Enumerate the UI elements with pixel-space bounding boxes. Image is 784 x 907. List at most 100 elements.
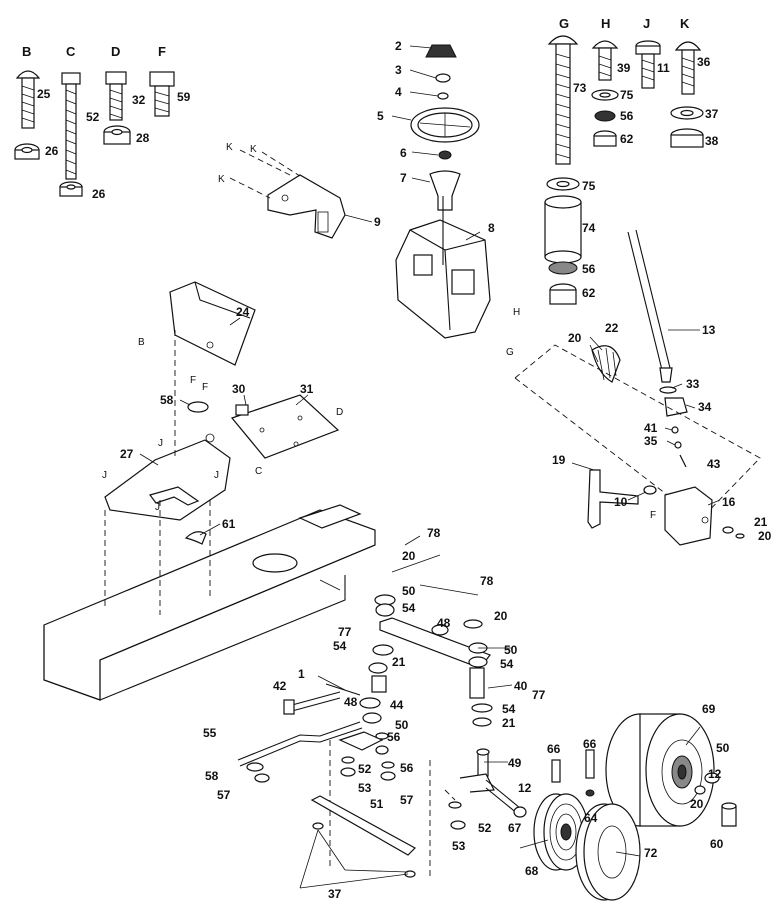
part-label: 55	[203, 726, 217, 740]
part-label: 21	[392, 655, 406, 669]
letter-g: G	[559, 16, 569, 31]
part-label: 27	[120, 447, 134, 461]
part-label: 50	[395, 718, 409, 732]
part-label: 50	[504, 643, 518, 657]
part-label: 19	[552, 453, 566, 467]
part-label: 26	[92, 187, 106, 201]
wheels	[533, 713, 737, 901]
part-label: 74	[582, 221, 596, 235]
part-label: 67	[508, 821, 522, 835]
small-letter-9: J	[155, 502, 160, 513]
part-label: 36	[697, 55, 711, 69]
part-label: 52	[478, 821, 492, 835]
part-label: 20	[568, 331, 582, 345]
part-label: 4	[395, 85, 402, 99]
small-letter-11: D	[336, 407, 343, 418]
part-label: 20	[690, 797, 704, 811]
part-label: 32	[132, 93, 146, 107]
part-label: 56	[387, 730, 401, 744]
part-label: 26	[45, 144, 59, 158]
part-label: 59	[177, 90, 191, 104]
small-letter-4: F	[190, 375, 196, 386]
letter-b: B	[22, 44, 31, 59]
part-label: 11	[657, 61, 670, 75]
part-label: 58	[205, 769, 219, 783]
link-51	[310, 795, 416, 878]
part-label: 7	[400, 171, 407, 185]
part-label: 24	[236, 305, 250, 319]
small-letter-0: K	[226, 142, 233, 153]
part-label: 50	[716, 741, 730, 755]
part-label: 34	[698, 400, 712, 414]
small-letter-6: J	[158, 438, 163, 449]
small-letter-12: H	[513, 307, 520, 318]
part-label: 20	[758, 529, 772, 543]
part-label: 77	[532, 688, 546, 702]
part-label: 51	[370, 797, 384, 811]
tie-rod-55	[237, 721, 431, 880]
part-label: 69	[702, 702, 716, 716]
part-label: 49	[508, 756, 522, 770]
spindle-49	[444, 748, 527, 830]
part-label: 57	[217, 788, 231, 802]
part-label: 21	[754, 515, 768, 529]
part-label: 43	[707, 457, 721, 471]
part-label: 54	[500, 657, 514, 671]
part-label: 48	[437, 616, 451, 630]
part-label: 33	[686, 377, 700, 391]
part-label: 22	[605, 321, 619, 335]
part-label: 30	[232, 382, 246, 396]
part-label: 66	[547, 742, 561, 756]
part-label: 75	[582, 179, 596, 193]
bracket-9	[229, 149, 346, 239]
part-label: 73	[573, 81, 587, 95]
letter-c: C	[66, 44, 76, 59]
part-label: 50	[402, 584, 416, 598]
part-label: 56	[400, 761, 414, 775]
part-label: 21	[502, 716, 516, 730]
part-label: 20	[402, 549, 416, 563]
part-label: 9	[374, 215, 381, 229]
part-label: 54	[502, 702, 516, 716]
part-label: 66	[583, 737, 597, 751]
part-label: 72	[644, 846, 658, 860]
part-label: 12	[708, 767, 722, 781]
letter-h: H	[601, 16, 610, 31]
part-label: 42	[273, 679, 287, 693]
letter-k: K	[680, 16, 690, 31]
part-label: 68	[525, 864, 539, 878]
letter-j: J	[643, 16, 650, 31]
part-label: 35	[644, 434, 658, 448]
part-label: 8	[488, 221, 495, 235]
part-label: 57	[400, 793, 414, 807]
chassis-frame	[43, 504, 376, 701]
small-letters: K K K B F F J J J J C D H G F	[102, 142, 656, 521]
part-label: 28	[136, 131, 150, 145]
part-label: 52	[86, 110, 100, 124]
small-letter-13: G	[506, 347, 514, 358]
part-label: 44	[390, 698, 404, 712]
small-letter-7: J	[102, 470, 107, 481]
part-label: 58	[160, 393, 174, 407]
letter-f: F	[158, 44, 166, 59]
part-label: 37	[328, 887, 342, 901]
part-label: 16	[722, 495, 736, 509]
part-numbers: 25 52 32 59 26 28 26 73 39 11 36 75 37 5…	[37, 39, 772, 901]
part-label: 10	[614, 495, 628, 509]
part-label: 1	[298, 667, 305, 681]
part-label: 78	[427, 526, 441, 540]
part-label: 60	[710, 837, 724, 851]
part-label: 62	[582, 286, 596, 300]
drag-link-19	[587, 469, 745, 546]
part-label: 64	[584, 811, 598, 825]
part-label: 41	[644, 421, 658, 435]
plate-31	[230, 394, 340, 459]
small-letter-14: F	[650, 510, 656, 521]
panel-24	[169, 281, 256, 366]
bolt-group-right	[544, 35, 704, 305]
steering-assembly	[395, 44, 491, 339]
steering-shaft	[514, 229, 761, 521]
part-label: 54	[402, 601, 416, 615]
part-label: 20	[494, 609, 508, 623]
small-letter-5: F	[202, 382, 208, 393]
